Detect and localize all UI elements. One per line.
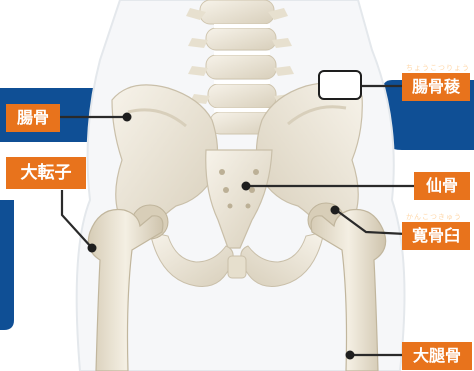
dot-femur <box>346 351 355 360</box>
label-sacrum-text: 仙骨 <box>426 178 458 194</box>
label-iliac-crest-text: 腸骨稜 <box>412 79 460 95</box>
label-ilium-text: 腸骨 <box>17 110 49 126</box>
label-iliac-crest-ruby: ちょうこつりょう <box>406 65 470 72</box>
dot-acetabulum <box>331 206 340 215</box>
label-acetabulum-ruby: かんこつきゅう <box>406 214 462 221</box>
label-acetabulum-text: 寛骨臼 <box>412 228 460 244</box>
label-femur-text: 大腿骨 <box>413 348 461 364</box>
dot-sacrum <box>242 182 251 191</box>
iliac-crest-marker <box>318 70 362 100</box>
dot-ilium <box>123 113 132 122</box>
label-iliac-crest: 腸骨稜 <box>402 73 470 101</box>
dot-greater-trochanter <box>88 244 97 253</box>
label-greater-trochanter: 大転子 <box>6 157 86 189</box>
label-acetabulum: 寛骨臼 <box>402 222 470 250</box>
label-ilium: 腸骨 <box>6 104 60 132</box>
label-femur: 大腿骨 <box>402 342 472 370</box>
label-greater-trochanter-text: 大転子 <box>21 165 72 182</box>
label-sacrum: 仙骨 <box>414 172 470 200</box>
